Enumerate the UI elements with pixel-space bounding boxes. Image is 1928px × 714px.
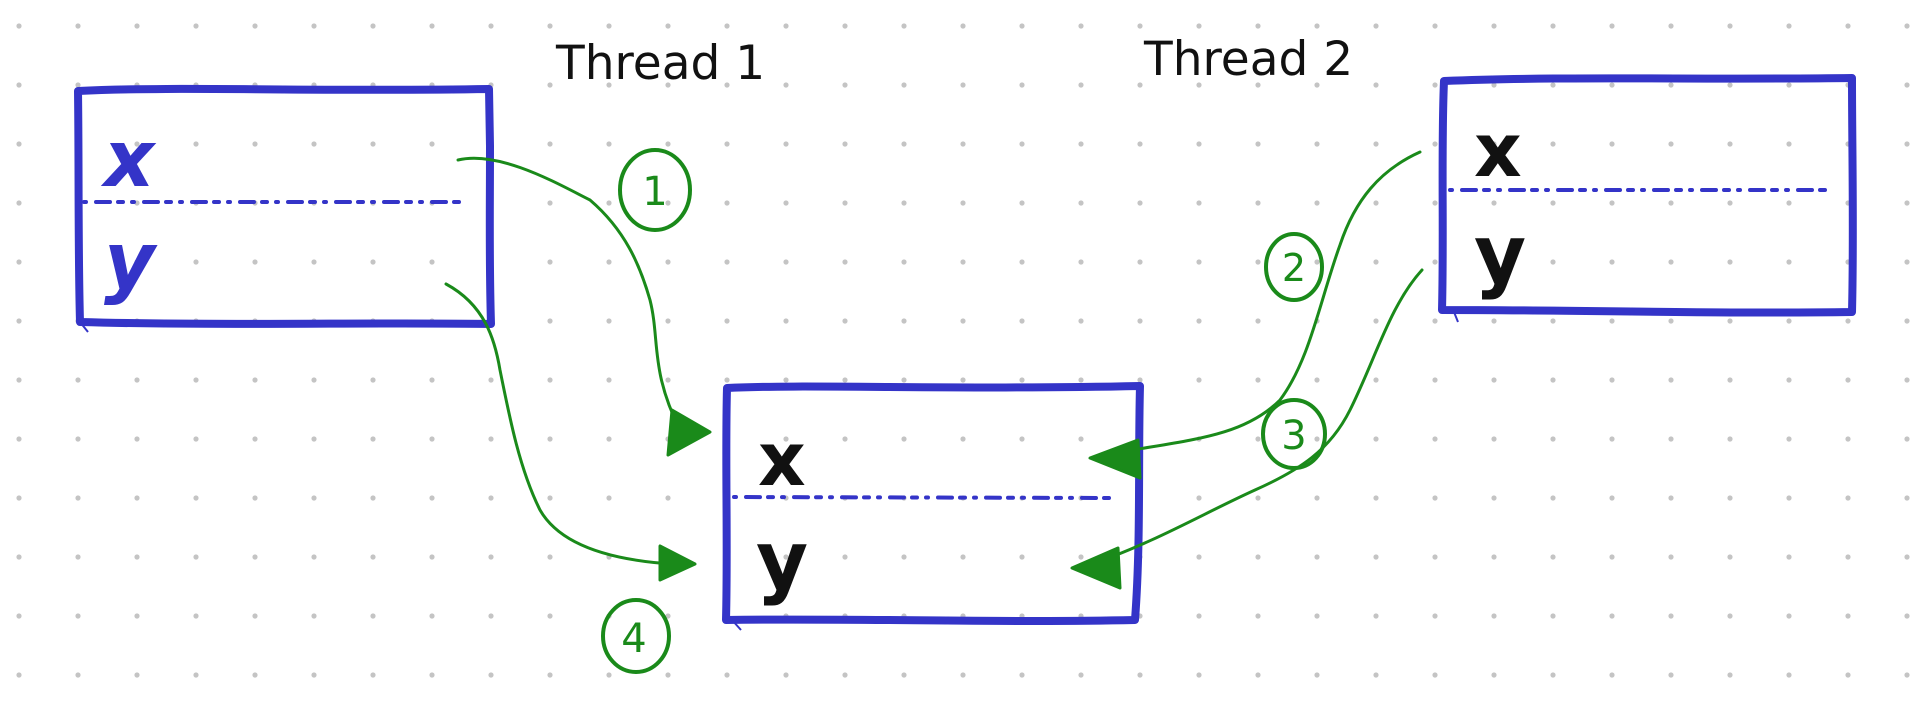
thread-2-y-label: y [1474, 208, 1526, 301]
thread-2-box-tail [1453, 311, 1459, 323]
thread-1-title: Thread 1 [556, 36, 766, 91]
arrow-4-head [658, 544, 697, 582]
arrow-2-line [1098, 150, 1422, 458]
shared-y-label: y [756, 514, 808, 607]
arrow-1-line [456, 156, 682, 432]
step-badge-2: 2 [1264, 232, 1324, 302]
thread-1-box: x y [74, 84, 495, 333]
step-badge-2-circle [1264, 232, 1324, 302]
thread-1-box-outline [74, 84, 495, 328]
arrowheads [658, 408, 1142, 590]
step-badge-1: 1 [618, 148, 692, 232]
shared-box: x y [722, 382, 1144, 631]
arrow-4-line [444, 282, 674, 566]
step-badge-3-number: 3 [1281, 413, 1306, 459]
thread-2-x-label: x [1474, 108, 1522, 194]
step-badge-1-circle [618, 148, 692, 232]
arrows [444, 150, 1424, 569]
step-badge-1-number: 1 [642, 169, 667, 215]
step-badges: 1 2 3 4 [601, 148, 1327, 674]
thread-1-box-tail [79, 321, 89, 333]
arrow-1-head [666, 408, 712, 457]
arrow-3-head [1070, 546, 1122, 590]
shared-box-divider [732, 495, 1114, 500]
step-badge-2-number: 2 [1282, 246, 1306, 290]
thread-2-box: x y [1438, 74, 1857, 323]
shared-box-outline [722, 382, 1144, 625]
step-badge-3: 3 [1261, 398, 1327, 470]
step-badge-3-circle [1261, 398, 1327, 470]
shared-box-tail [731, 619, 742, 631]
shared-x-label: x [758, 417, 806, 503]
thread-2-title: Thread 2 [1144, 32, 1354, 87]
thread-1-x-label: x [100, 115, 157, 205]
step-badge-4-number: 4 [621, 616, 646, 662]
arrow-2-head [1088, 438, 1142, 480]
thread-2-box-outline [1438, 74, 1857, 317]
step-badge-4: 4 [601, 598, 671, 674]
arrow-3-line [1083, 268, 1424, 569]
step-badge-4-circle [601, 598, 671, 674]
thread-1-y-label: y [104, 217, 158, 307]
